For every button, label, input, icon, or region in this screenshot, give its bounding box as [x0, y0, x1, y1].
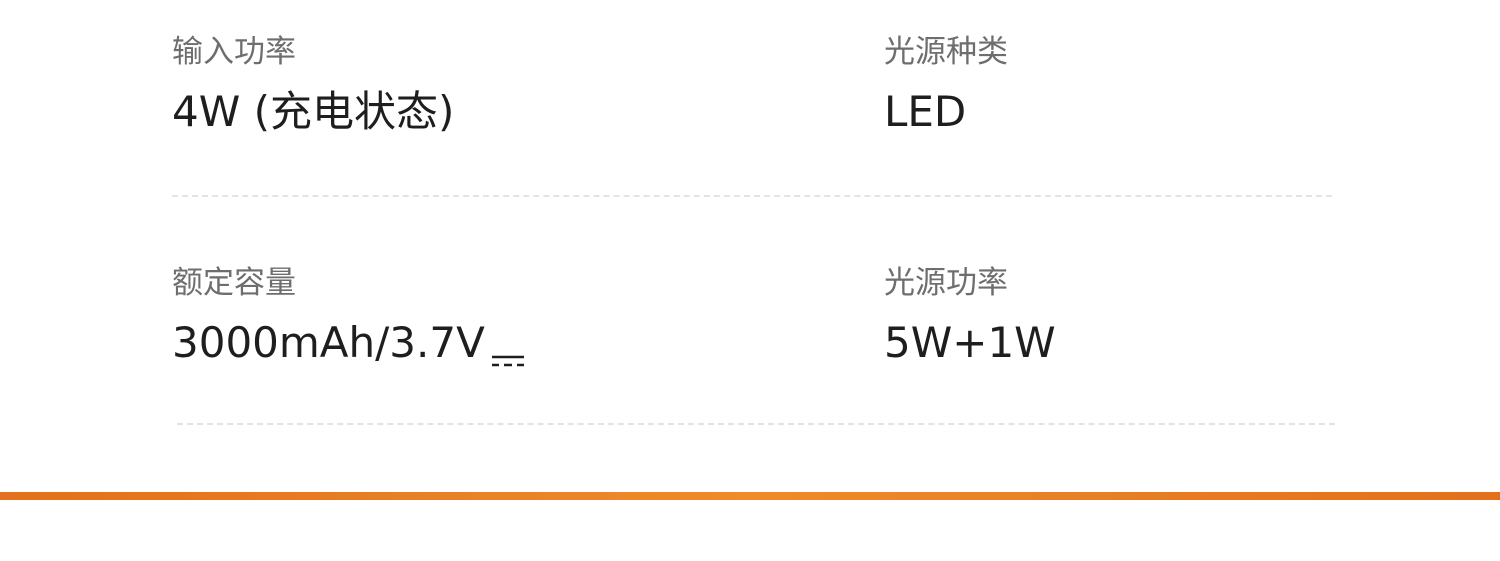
- spec-value: 4W (充电状态): [172, 87, 455, 136]
- row-divider: [177, 423, 1335, 425]
- spec-value-text: 3000mAh/3.7V: [172, 318, 485, 367]
- spec-label: 输入功率: [172, 34, 296, 70]
- spec-value: 3000mAh/3.7V: [172, 322, 525, 366]
- direct-current-icon: [491, 335, 525, 366]
- spec-label: 光源功率: [884, 265, 1008, 301]
- spec-light-power: 光源功率 5W+1W: [884, 268, 1056, 364]
- spec-input-power: 输入功率 4W (充电状态): [172, 37, 454, 133]
- accent-line: [0, 492, 1500, 500]
- row-divider: [172, 195, 1332, 197]
- spec-rated-capacity: 额定容量 3000mAh/3.7V: [172, 265, 525, 366]
- spec-light-type: 光源种类 LED: [884, 37, 1008, 133]
- spec-value: 5W+1W: [884, 318, 1056, 367]
- spec-value: LED: [884, 87, 967, 136]
- spec-label: 额定容量: [172, 265, 296, 301]
- spec-label: 光源种类: [884, 34, 1008, 70]
